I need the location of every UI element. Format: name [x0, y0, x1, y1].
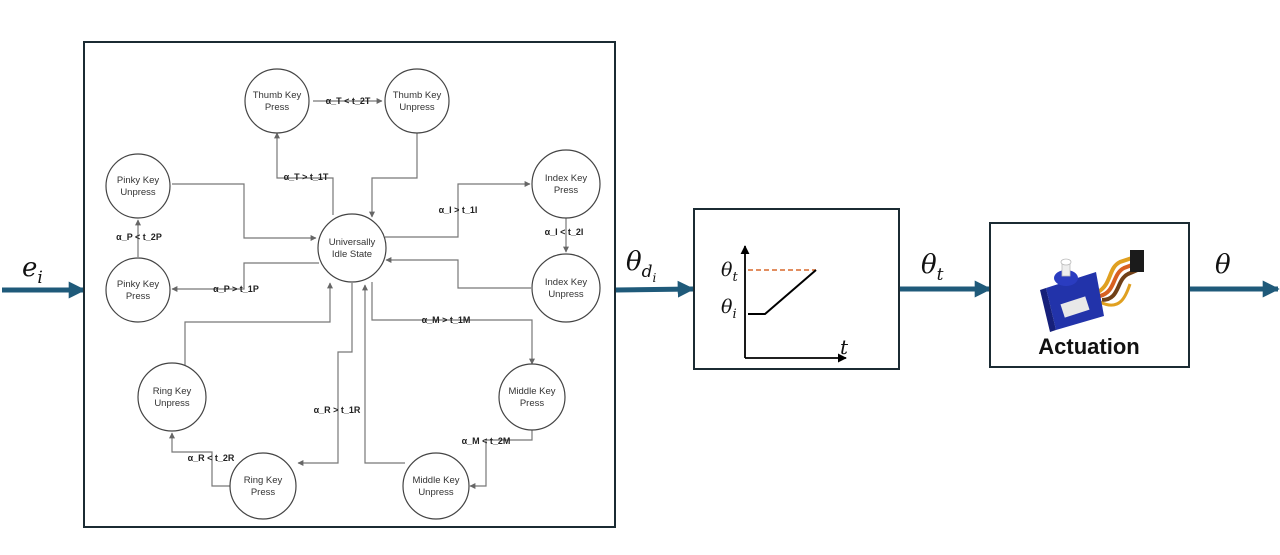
- edge-ring-press: [297, 283, 353, 466]
- edge-index-return: [385, 257, 531, 289]
- state-thumb-unpress: Thumb Key Unpress: [384, 68, 450, 134]
- svg-text:Press: Press: [126, 291, 151, 302]
- svg-text:Pinky Key: Pinky Key: [117, 279, 159, 290]
- edge-thumb-press: [274, 132, 334, 215]
- svg-text:Unpress: Unpress: [548, 289, 584, 300]
- desired-angle-label: θdi: [626, 247, 657, 285]
- svg-text:Unpress: Unpress: [418, 487, 454, 498]
- servo-motor-icon: [1040, 250, 1144, 332]
- edge-pinky-return: [172, 183, 317, 241]
- svg-text:Index Key: Index Key: [545, 277, 587, 288]
- trajectory-y-top-label: θt: [721, 259, 738, 285]
- svg-text:Middle Key: Middle Key: [509, 386, 556, 397]
- svg-text:Unpress: Unpress: [120, 187, 156, 198]
- svg-text:Press: Press: [251, 487, 276, 498]
- trajectory-y-bottom-label: θi: [721, 296, 737, 322]
- state-index-unpress: Index Key Unpress: [531, 253, 601, 323]
- state-pinky-unpress: Pinky Key Unpress: [105, 153, 171, 219]
- label-index-release: α_I < t_2I: [545, 227, 584, 237]
- svg-text:Pinky Key: Pinky Key: [117, 175, 159, 186]
- output-angle-label: θ: [1215, 250, 1231, 280]
- svg-text:Thumb Key: Thumb Key: [253, 90, 302, 101]
- label-ring-release: α_R < t_2R: [188, 453, 235, 463]
- target-angle-label: θt: [921, 250, 944, 285]
- input-signal-label: ei: [22, 253, 43, 288]
- state-thumb-press: Thumb Key Press: [244, 68, 310, 134]
- label-ring-press: α_R > t_1R: [314, 405, 361, 415]
- edge-index-press: [385, 181, 531, 238]
- state-pinky-press: Pinky Key Press: [105, 257, 171, 323]
- state-middle-press: Middle Key Press: [498, 363, 566, 431]
- label-thumb-press: α_T > t_1T: [284, 172, 329, 182]
- trajectory-ramp-line: [748, 269, 817, 315]
- edge-middle-return: [362, 284, 405, 464]
- svg-text:Ring Key: Ring Key: [244, 475, 283, 486]
- edge-middle-press: [371, 282, 535, 365]
- edge-middle-release: [469, 429, 533, 489]
- svg-text:Press: Press: [520, 398, 545, 409]
- state-ring-press: Ring Key Press: [229, 452, 297, 520]
- svg-text:Ring Key: Ring Key: [153, 386, 192, 397]
- svg-text:Middle Key: Middle Key: [413, 475, 460, 486]
- edge-pinky-press: [171, 262, 319, 292]
- svg-text:Index Key: Index Key: [545, 173, 587, 184]
- actuation-label: Actuation: [1038, 334, 1139, 359]
- label-middle-release: α_M < t_2M: [462, 436, 511, 446]
- svg-text:Idle State: Idle State: [332, 249, 372, 260]
- trajectory-block: [693, 208, 900, 370]
- label-pinky-release: α_P < t_2P: [116, 232, 162, 242]
- desired-angle-arrow: [614, 280, 695, 298]
- svg-text:Press: Press: [265, 102, 290, 113]
- actuation-block: [989, 222, 1190, 368]
- state-ring-unpress: Ring Key Unpress: [137, 362, 207, 432]
- state-index-press: Index Key Press: [531, 149, 601, 219]
- label-middle-press: α_M > t_1M: [422, 315, 471, 325]
- edge-thumb-return: [369, 133, 418, 218]
- label-pinky-press: α_P > t_1P: [213, 284, 259, 294]
- svg-text:Unpress: Unpress: [399, 102, 435, 113]
- svg-text:Thumb Key: Thumb Key: [393, 90, 442, 101]
- fsm-transitions: [135, 98, 569, 489]
- edge-ring-return: [184, 282, 333, 365]
- trajectory-x-label: t: [840, 335, 849, 359]
- svg-text:Unpress: Unpress: [154, 398, 190, 409]
- label-thumb-release: α_T < t_2T: [326, 96, 371, 106]
- state-middle-unpress: Middle Key Unpress: [402, 452, 470, 520]
- svg-text:Press: Press: [554, 185, 579, 196]
- label-index-press: α_I > t_1I: [439, 205, 478, 215]
- svg-text:Universally: Universally: [329, 237, 376, 248]
- edge-ring-release: [169, 432, 230, 487]
- state-universally-idle: Universally Idle State: [317, 213, 387, 283]
